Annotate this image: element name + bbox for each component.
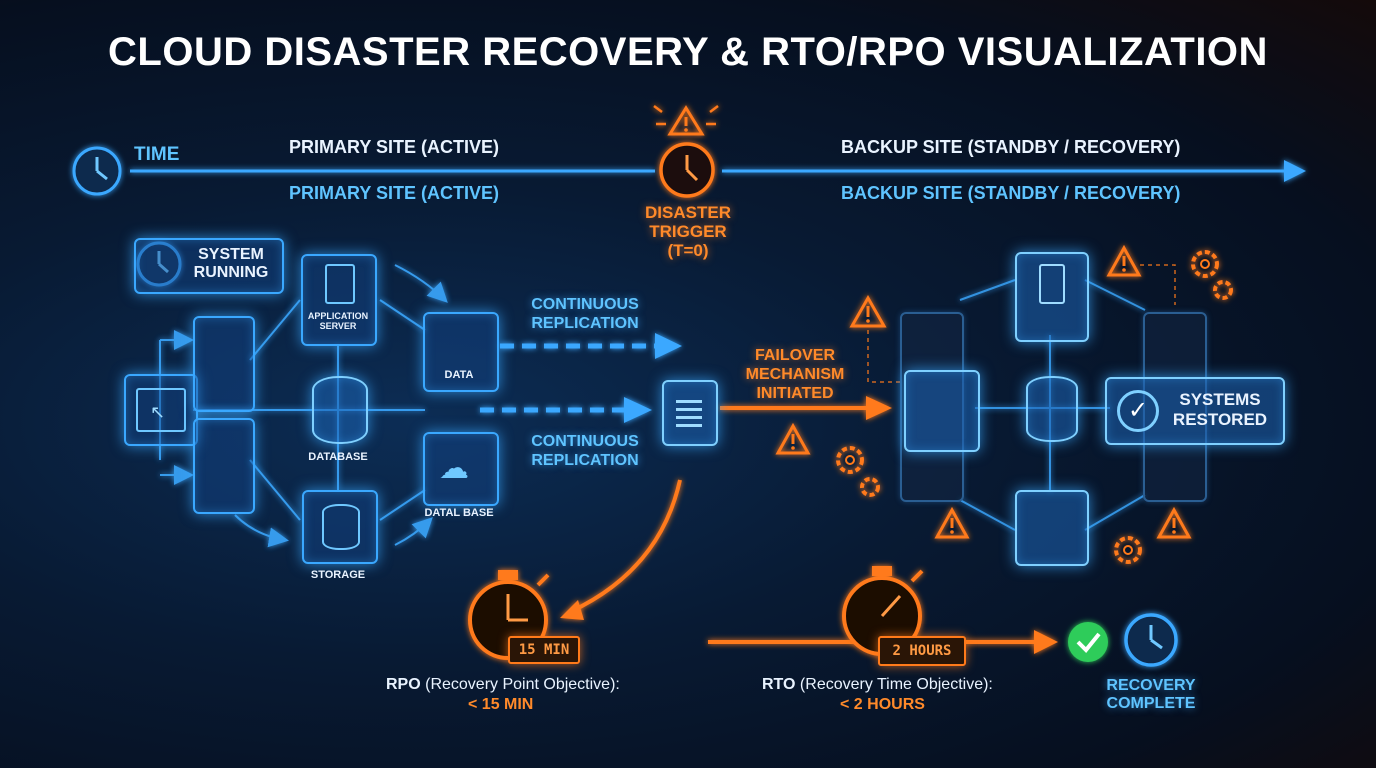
replication-bottom-line1: CONTINUOUS [531, 433, 639, 450]
cursor-icon: ↖ [150, 402, 166, 422]
recovery-line2: COMPLETE [1106, 695, 1196, 712]
gear-icons [836, 250, 1233, 564]
replication-top-line1: CONTINUOUS [531, 296, 639, 313]
failover-arrow [720, 396, 892, 420]
cloud-database-box: ☁ [423, 432, 499, 506]
backup-database-icon [1026, 376, 1078, 442]
timeline-arrow [130, 160, 1306, 182]
disaster-clock-icon [659, 142, 715, 198]
backup-compute-box [904, 370, 980, 452]
system-running-line2: RUNNING [193, 264, 269, 281]
rpo-curve-arrow [560, 479, 682, 620]
storage-box [302, 490, 378, 564]
application-server-label: APPLICATION SERVER [296, 311, 380, 331]
failover-line1: FAILOVER [754, 347, 835, 364]
replication-top-line2: REPLICATION [531, 315, 639, 332]
restored-check-icon: ✓ [1117, 390, 1159, 432]
failover-line3: INITIATED [756, 385, 834, 402]
backup-site-label: BACKUP SITE (STANDBY / RECOVERY) [841, 137, 1181, 157]
replication-label-top: CONTINUOUS REPLICATION [520, 295, 650, 333]
rto-label: RTO (Recovery Time Objective): [762, 676, 993, 694]
system-running-status [134, 238, 284, 294]
rpo-label: RPO (Recovery Point Objective): [386, 676, 620, 694]
system-running-label: SYSTEM RUNNING [186, 246, 276, 282]
replicated-document-icon [662, 380, 718, 446]
rto-timer-display: 2 HOURS [878, 636, 966, 666]
database-label: DATABASE [308, 451, 368, 463]
primary-site-sublabel: PRIMARY SITE (ACTIVE) [289, 183, 500, 203]
rpo-description: (Recovery Point Objective): [420, 676, 620, 693]
primary-site-label: PRIMARY SITE (ACTIVE) [289, 137, 500, 157]
application-server-line1: APPLICATION [307, 311, 369, 321]
backup-alert-dashes [867, 264, 1176, 383]
systems-restored-line2: RESTORED [1172, 410, 1268, 429]
cloud-icon: ☁ [439, 452, 469, 485]
rto-value: < 2 HOURS [840, 696, 925, 713]
storage-icon [322, 504, 360, 550]
failover-label: FAILOVER MECHANISM INITIATED [732, 346, 858, 403]
web-server-rack-bottom [193, 418, 255, 514]
check-circle-icon [1068, 622, 1108, 662]
replication-label-bottom: CONTINUOUS REPLICATION [520, 432, 650, 470]
replication-bottom-line2: REPLICATION [531, 452, 639, 469]
storage-label: STORAGE [310, 569, 366, 581]
recovery-line1: RECOVERY [1106, 677, 1196, 694]
failover-line2: MECHANISM [745, 366, 845, 383]
rto-acronym: RTO [762, 676, 796, 693]
time-clock-icon [72, 146, 122, 196]
system-running-clock-icon [136, 241, 182, 287]
disaster-line1: DISASTER [645, 203, 731, 222]
document-lines [676, 400, 702, 403]
rpo-timer-display: 15 MIN [508, 636, 580, 664]
data-label: DATA [444, 369, 474, 381]
rpo-acronym: RPO [386, 676, 421, 693]
disaster-line2: TRIGGER [649, 222, 727, 241]
backup-server-top [1015, 252, 1089, 342]
system-running-line1: SYSTEM [198, 246, 264, 263]
recovery-clock-icon [1124, 613, 1178, 667]
systems-restored-label: SYSTEMS RESTORED [1160, 390, 1280, 430]
disaster-line3: (T=0) [667, 241, 709, 260]
web-server-rack-top [193, 316, 255, 412]
data-base-label: DATAL BASE [424, 507, 494, 519]
database-icon [312, 376, 368, 444]
rpo-timer-text: 15 MIN [518, 642, 570, 658]
application-server-line2: SERVER [319, 321, 357, 331]
recovery-complete-label: RECOVERY COMPLETE [1090, 677, 1212, 713]
rto-description: (Recovery Time Objective): [795, 676, 993, 693]
disaster-warning-icon [653, 105, 719, 136]
browser-window-icon [136, 388, 186, 432]
warning-icons [775, 244, 1192, 539]
disaster-trigger-label: DISASTER TRIGGER (T=0) [628, 203, 748, 260]
systems-restored-badge: ✓ [1105, 377, 1285, 445]
warning-icon-marks [791, 256, 1176, 534]
gear-icon-centers [845, 259, 1210, 555]
server-icon [325, 264, 355, 304]
data-box [423, 312, 499, 392]
backup-server-icon [1039, 264, 1065, 304]
systems-restored-line1: SYSTEMS [1179, 390, 1261, 409]
backup-site-sublabel: BACKUP SITE (STANDBY / RECOVERY) [841, 183, 1181, 203]
replication-arrow-bottom [480, 397, 652, 423]
application-server-box [301, 254, 377, 346]
time-label: TIME [134, 144, 180, 165]
rto-timer-text: 2 HOURS [892, 643, 952, 659]
backup-storage-box [1015, 490, 1089, 566]
page-title: CLOUD DISASTER RECOVERY & RTO/RPO VISUAL… [108, 30, 1268, 74]
client-browser-box: ↖ [124, 374, 198, 446]
rpo-value: < 15 MIN [468, 696, 534, 713]
replication-arrow-top [500, 333, 682, 359]
